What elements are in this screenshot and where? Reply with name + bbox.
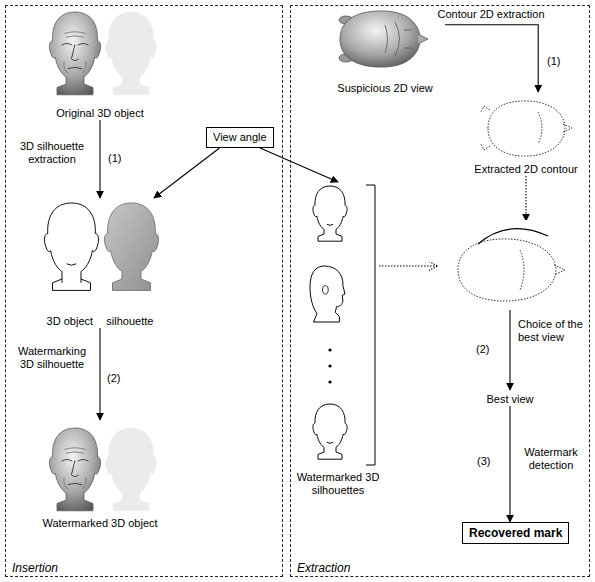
figure-node: Best view (470, 390, 550, 406)
suspicious-top-view (339, 11, 428, 67)
extracted-contour-part (481, 106, 490, 150)
silhouette-stack-part (366, 185, 375, 465)
gray-silhouette (104, 203, 158, 290)
caption: 3D object (47, 315, 93, 328)
silhouette-stack (310, 185, 437, 465)
connector-line (509, 309, 510, 390)
watermarked-head-part (62, 448, 89, 489)
figure-node: Watermarked 3D silhouettes (290, 182, 386, 497)
connector-line (260, 148, 338, 182)
suspicious-top-view-part (340, 11, 420, 67)
connector-arrow (445, 25, 538, 92)
edge-label: Watermarking 3D silhouette (12, 345, 92, 371)
figure-node: Extracted 2D contour (465, 92, 587, 176)
suspicious-top-view-part (418, 34, 428, 44)
connector-line (99, 328, 100, 420)
silhouette-stack-part-part (327, 442, 333, 444)
pale-silhouette-part (105, 12, 156, 95)
edge-label: Watermark detection (518, 446, 584, 472)
edge-label: Contour 2D extraction (432, 8, 550, 21)
caption: Watermarked 3D object (42, 517, 157, 530)
original-head (49, 12, 100, 95)
overlay-view-part (478, 229, 548, 244)
extracted-contour-part (488, 101, 565, 156)
labeled-box: View angle (206, 127, 274, 148)
connector-line (154, 148, 220, 198)
region-panel: Extraction Suspicious 2D viewExtracted 2D… (290, 5, 590, 577)
step-number: (1) (547, 55, 560, 68)
region-title: Extraction (297, 561, 350, 575)
connector-arrow (510, 406, 511, 522)
connector-line (99, 120, 100, 198)
connector-line (525, 176, 526, 221)
outline-head-part (67, 264, 77, 265)
step-number: (2) (107, 372, 120, 385)
figure-node: Original 3D object (45, 8, 155, 120)
caption: Original 3D object (56, 107, 143, 120)
watermarked-head-part (49, 428, 100, 511)
connector-arrow (154, 148, 220, 198)
connector-arrow (260, 148, 338, 182)
caption: Watermarked 3D silhouettes (290, 471, 386, 497)
connector-arrow (100, 328, 101, 420)
silhouette-stack-part (328, 380, 331, 383)
pale-silhouette (105, 428, 156, 511)
connector-arrow (100, 120, 101, 198)
connector-line (509, 406, 510, 522)
original-head-part (49, 12, 100, 95)
silhouette-stack-part-part (313, 186, 347, 241)
box-text: Recovered mark (469, 526, 562, 540)
caption: Suspicious 2D view (337, 82, 432, 95)
silhouette-stack-part-part (310, 266, 345, 322)
step-number: (3) (477, 455, 490, 468)
pale-silhouette-part (105, 428, 156, 511)
connector-line (445, 25, 538, 92)
figure-node: 3D object silhouette (40, 198, 160, 328)
region-panel: Insertion Original 3D object 3D object silh… (5, 5, 283, 577)
silhouette-stack-part-part (327, 224, 333, 226)
outline-head-part (62, 279, 81, 283)
step-number: (1) (108, 152, 121, 165)
suspicious-top-view-part (385, 22, 412, 56)
figure-node: Watermarked 3D object (40, 420, 160, 530)
silhouette-stack-part (313, 404, 347, 459)
silhouette-stack-part (310, 266, 345, 322)
silhouette-stack-part (328, 364, 331, 367)
gray-silhouette-part (104, 203, 158, 290)
silhouette-stack-part-part (313, 404, 347, 459)
caption: Extracted 2D contour (474, 163, 577, 176)
overlay-view-part (438, 220, 576, 310)
extracted-contour-part (538, 112, 542, 144)
box-text: View angle (213, 131, 267, 144)
step-number: (2) (476, 343, 489, 356)
overlay-view-part (554, 265, 565, 275)
overlay-view (438, 220, 576, 310)
extracted-contour (481, 101, 572, 156)
extracted-contour-part (563, 124, 572, 132)
edge-label: Choice of the best view (518, 318, 586, 344)
silhouette-stack-part-part (323, 286, 329, 294)
silhouette-stack-part (379, 265, 437, 266)
overlay-view-part (458, 239, 556, 301)
original-head-part (62, 32, 89, 73)
figure-node: Suspicious 2D view (325, 5, 445, 95)
overlay-view-part (520, 250, 524, 290)
outline-head-part (44, 203, 98, 290)
caption: silhouette (106, 315, 153, 328)
labeled-box: Recovered mark (462, 522, 569, 544)
edge-label: 3D silhouette extraction (12, 140, 92, 166)
silhouette-stack-part (328, 348, 331, 351)
silhouette-stack-part (313, 186, 347, 241)
caption: Best view (486, 393, 533, 406)
outline-head (44, 203, 98, 290)
region-title: Insertion (12, 561, 58, 575)
pale-silhouette (105, 12, 156, 95)
watermarked-head (49, 428, 100, 511)
